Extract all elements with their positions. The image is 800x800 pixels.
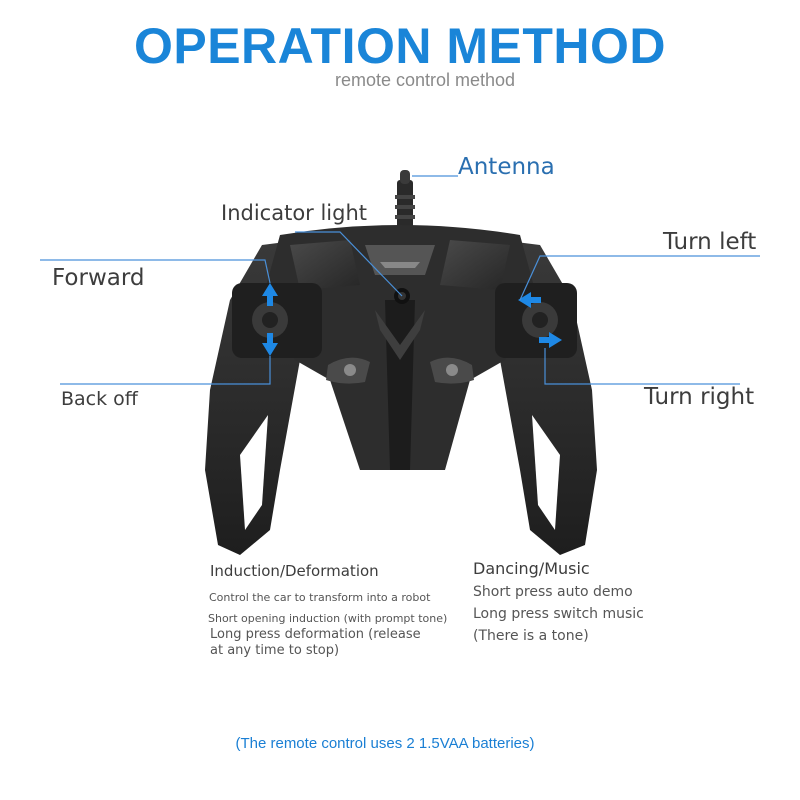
- induction-line-4: at any time to stop): [210, 643, 340, 658]
- antenna-part: [395, 170, 415, 235]
- indicator-light-label: Indicator light: [221, 201, 368, 225]
- dancing-line-2: Long press switch music: [473, 606, 644, 622]
- back-off-label: Back off: [61, 388, 138, 410]
- page-subtitle: remote control method: [334, 70, 516, 90]
- direction-arrows: [262, 283, 562, 356]
- induction-line-1: Control the car to transform into a robo…: [209, 591, 431, 604]
- battery-note: (The remote control uses 2 1.5VAA batter…: [235, 735, 535, 752]
- induction-line-3: Long press deformation (release: [210, 627, 421, 642]
- induction-title: Induction/Deformation: [210, 562, 379, 580]
- dancing-line-1: Short press auto demo: [473, 584, 633, 600]
- controller-body: [205, 225, 597, 555]
- dancing-line-3: (There is a tone): [473, 628, 589, 644]
- dancing-title: Dancing/Music: [473, 559, 590, 578]
- page-title: OPERATION METHOD: [133, 18, 667, 74]
- antenna-label: Antenna: [458, 154, 555, 180]
- turn-left-label: Turn left: [663, 229, 757, 255]
- forward-label: Forward: [52, 265, 145, 291]
- turn-right-label: Turn right: [644, 384, 755, 410]
- induction-line-2: Short opening induction (with prompt ton…: [208, 612, 448, 625]
- callout-lines: [40, 175, 760, 385]
